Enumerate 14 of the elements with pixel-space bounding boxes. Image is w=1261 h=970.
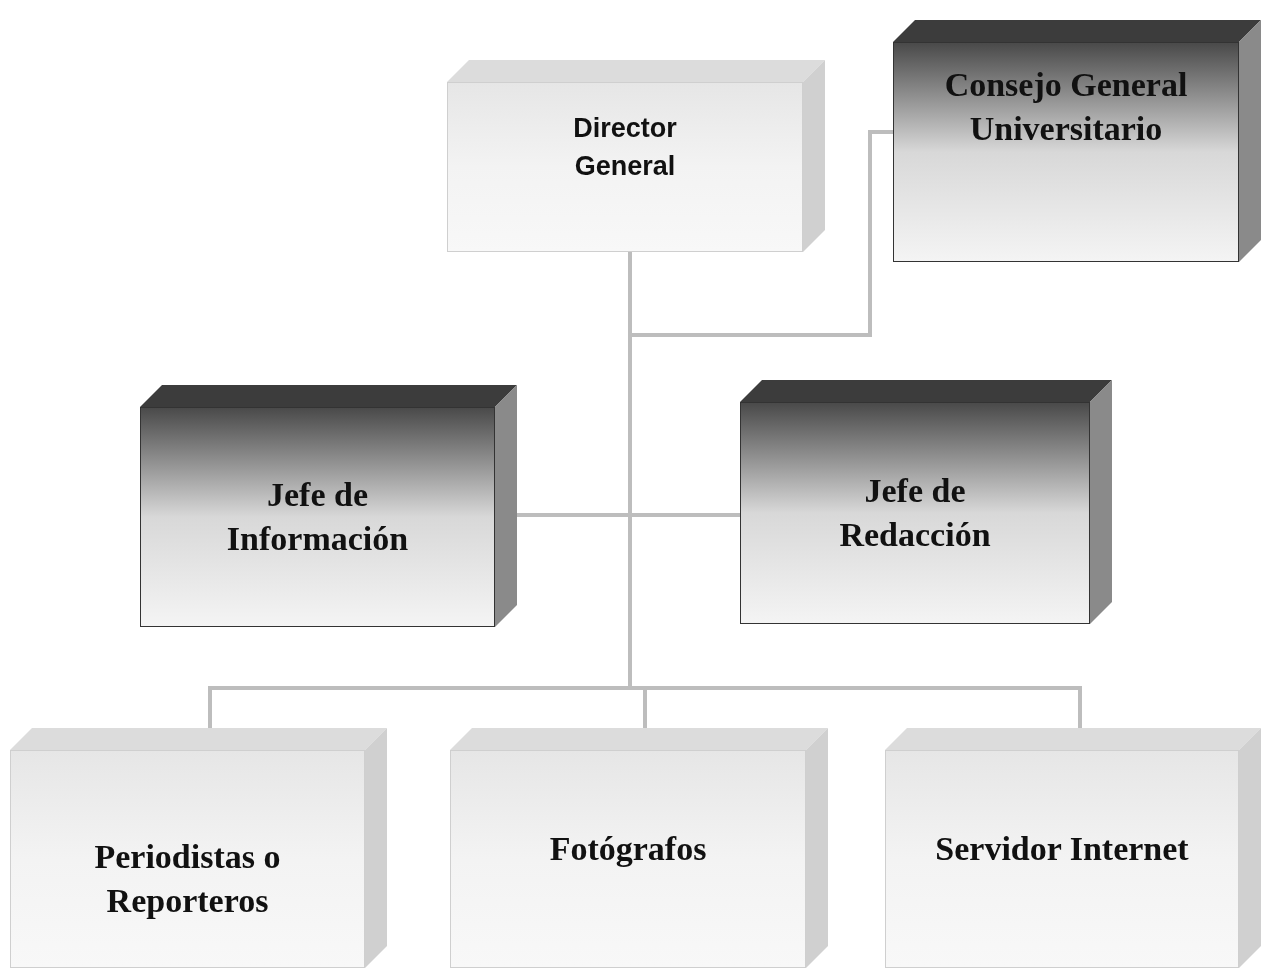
box-label: Servidor Internet: [935, 829, 1189, 869]
org-box: [885, 728, 1261, 968]
box-label: Periodistas o Reporteros: [93, 837, 282, 921]
box-label: Director General: [572, 112, 678, 183]
org-box: [10, 728, 387, 968]
org-box: [740, 380, 1112, 624]
org-box: [893, 20, 1261, 262]
box-label: Consejo General Universitario: [943, 65, 1189, 149]
box-label: Jefe de Información: [225, 475, 410, 559]
org-box: [450, 728, 828, 968]
org-box: [447, 60, 825, 252]
box-label: Fotógrafos: [549, 829, 707, 869]
box-label: Jefe de Redacción: [838, 471, 992, 555]
org-box: [140, 385, 517, 627]
